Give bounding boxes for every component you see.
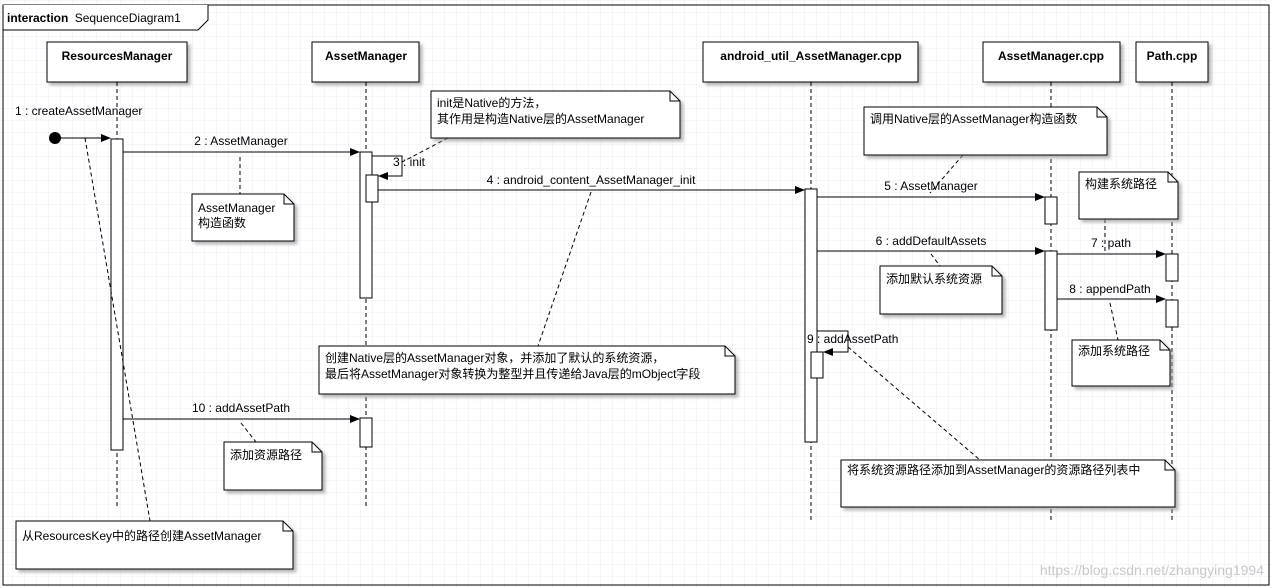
note-call-native-ctor: 调用Native层的AssetManager构造函数 bbox=[863, 106, 1108, 156]
message-1[interactable]: 1 : createAssetManager bbox=[15, 104, 142, 144]
note-line: 构造函数 bbox=[198, 215, 246, 230]
interaction-frame: interaction SequenceDiagram1 bbox=[2, 4, 1270, 586]
message-8[interactable]: 8 : appendPath bbox=[1057, 282, 1166, 303]
message-arrow bbox=[817, 330, 849, 356]
note-line: 创建Native层的AssetManager对象，并添加了默认的系统资源， bbox=[325, 350, 664, 365]
lifeline-path-cpp[interactable]: Path.cpp bbox=[1135, 41, 1209, 522]
message-label: 5 : AssetManager bbox=[884, 179, 977, 193]
note-line: 添加默认系统资源 bbox=[886, 271, 982, 286]
note-line: 构建系统路径 bbox=[1085, 176, 1157, 191]
note-anchor bbox=[847, 346, 981, 461]
note-line: 添加资源路径 bbox=[230, 447, 302, 462]
message-label: 10 : addAssetPath bbox=[192, 401, 290, 415]
activation-bar bbox=[1165, 253, 1179, 282]
message-5[interactable]: 5 : AssetManager bbox=[817, 179, 1045, 201]
message-7[interactable]: 7 : path bbox=[1057, 236, 1166, 258]
note-line: init是Native的方法， bbox=[437, 95, 546, 110]
note-anchor bbox=[930, 253, 941, 267]
lifeline-head[interactable] bbox=[46, 41, 188, 83]
activation-bar bbox=[359, 417, 373, 448]
lifeline-name: Path.cpp bbox=[1147, 49, 1198, 63]
message-label: 7 : path bbox=[1091, 236, 1131, 250]
activation-bar bbox=[1044, 196, 1058, 225]
message-2[interactable]: 2 : AssetManager bbox=[123, 134, 360, 156]
note-anchor bbox=[537, 191, 592, 347]
note-line: 其作用是构造Native层的AssetManager bbox=[437, 111, 644, 126]
note-line: 最后将AssetManager对象转换为整型并且传递给Java层的mObject… bbox=[325, 366, 700, 381]
note-anchor bbox=[1109, 302, 1119, 341]
watermark-text: https://blog.csdn.net/zhangying1994 bbox=[1040, 562, 1264, 578]
note-anchor bbox=[84, 137, 151, 522]
note-line: AssetManager bbox=[198, 201, 275, 215]
activation-bar bbox=[1044, 250, 1058, 331]
message-arrow bbox=[372, 155, 403, 180]
note-build-system-path: 构建系统路径 bbox=[1078, 171, 1179, 220]
note-create-native-asset-manager: 创建Native层的AssetManager对象，并添加了默认的系统资源， 最后… bbox=[318, 345, 736, 395]
frame-keyword: interaction bbox=[7, 11, 68, 25]
note-line: 从ResourcesKey中的路径创建AssetManager bbox=[22, 528, 261, 543]
lifeline-name: AssetManager bbox=[325, 49, 407, 63]
note-anchor bbox=[929, 154, 964, 194]
message-9[interactable]: 9 : addAssetPath bbox=[807, 330, 898, 356]
note-line: 将系统资源路径添加到AssetManager的资源路径列表中 bbox=[847, 462, 1140, 477]
lifeline-head[interactable] bbox=[982, 41, 1121, 83]
note-anchor bbox=[401, 137, 449, 163]
lifeline-head[interactable] bbox=[1135, 41, 1209, 83]
lifeline-head[interactable] bbox=[311, 41, 420, 83]
note-anchor-lines bbox=[84, 137, 1119, 522]
lifeline-name: ResourcesManager bbox=[62, 49, 173, 63]
activation-bar bbox=[1165, 299, 1179, 328]
activation-bar bbox=[804, 188, 818, 443]
message-label: 6 : addDefaultAssets bbox=[876, 234, 987, 248]
note-add-resource-path: 添加资源路径 bbox=[223, 441, 323, 491]
activation-bar bbox=[365, 174, 379, 203]
note-init-native: init是Native的方法， 其作用是构造Native层的AssetManag… bbox=[430, 90, 681, 139]
note-line: 调用Native层的AssetManager构造函数 bbox=[870, 111, 1077, 126]
message-6[interactable]: 6 : addDefaultAssets bbox=[817, 234, 1045, 255]
message-4[interactable]: 4 : android_content_AssetManager_init bbox=[378, 173, 805, 194]
lifeline-name: android_util_AssetManager.cpp bbox=[720, 49, 901, 63]
lifeline-name: AssetManager.cpp bbox=[998, 49, 1104, 63]
message-label: 8 : appendPath bbox=[1069, 282, 1150, 296]
frame-name: SequenceDiagram1 bbox=[75, 11, 181, 25]
lifeline-head[interactable] bbox=[702, 41, 919, 83]
note-create-from-resources-key: 从ResourcesKey中的路径创建AssetManager bbox=[15, 520, 294, 570]
note-line: 添加系统路径 bbox=[1078, 343, 1150, 358]
activation-bar bbox=[810, 351, 824, 379]
frame-label: interaction SequenceDiagram1 bbox=[7, 11, 181, 25]
lifeline-asset-manager-cpp[interactable]: AssetManager.cpp bbox=[982, 41, 1121, 522]
message-label: 3 : init bbox=[393, 155, 426, 169]
message-label: 1 : createAssetManager bbox=[15, 104, 142, 118]
message-label: 2 : AssetManager bbox=[194, 134, 287, 148]
note-asset-manager-ctor: AssetManager 构造函数 bbox=[191, 193, 295, 242]
message-10[interactable]: 10 : addAssetPath bbox=[123, 401, 360, 423]
activation-bar bbox=[110, 138, 124, 451]
note-add-system-path: 添加系统路径 bbox=[1071, 339, 1171, 387]
note-add-default-resources: 添加默认系统资源 bbox=[879, 265, 1003, 315]
message-3[interactable]: 3 : init bbox=[372, 155, 426, 180]
message-label: 4 : android_content_AssetManager_init bbox=[487, 173, 696, 187]
activation-bar bbox=[359, 151, 373, 299]
message-label: 9 : addAssetPath bbox=[807, 332, 898, 346]
note-add-system-resource-path: 将系统资源路径添加到AssetManager的资源路径列表中 bbox=[840, 459, 1176, 508]
